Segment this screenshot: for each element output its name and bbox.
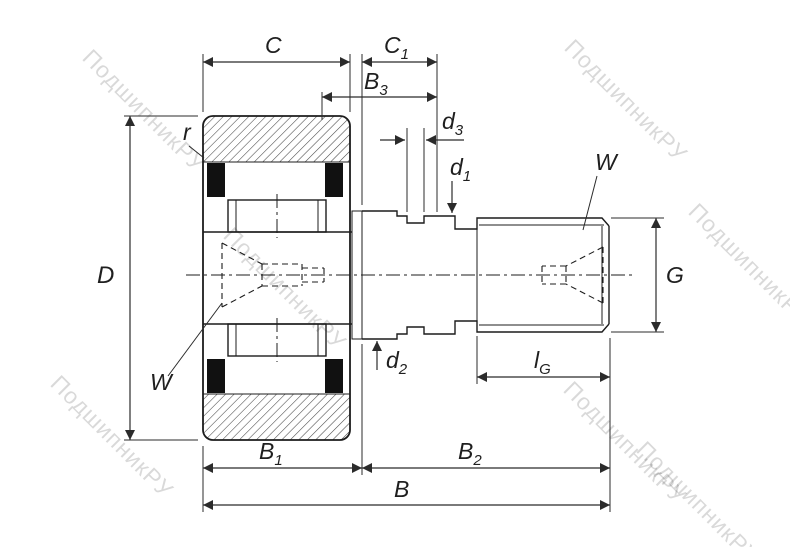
dim-label-W-thread: W	[595, 149, 619, 175]
dim-label-C1: C1	[384, 32, 409, 63]
dimensions: D C C1 B3 d3	[97, 32, 684, 512]
shaft-profile-top	[362, 210, 610, 230]
dim-label-d2: d2	[386, 347, 408, 378]
leader-line-W-raceway	[167, 302, 223, 377]
roller-outer-ring	[202, 115, 351, 441]
dim-label-B: B	[394, 476, 409, 502]
dim-label-C: C	[265, 32, 282, 58]
outer-ring-silhouette	[202, 115, 351, 441]
leader-line-r	[188, 145, 205, 159]
hidden-line	[565, 246, 604, 267]
seal-icon	[207, 359, 225, 393]
stud	[203, 210, 610, 340]
seal-icon	[325, 359, 343, 393]
outer-ring-section-bottom	[203, 394, 350, 440]
shaft-profile-bottom	[362, 320, 610, 340]
seals	[207, 163, 343, 393]
dim-label-B1: B1	[259, 438, 283, 469]
needle-rollers	[227, 194, 327, 362]
leader-line-W-thread	[582, 175, 598, 231]
dim-label-r: r	[183, 119, 192, 145]
seal-icon	[325, 163, 343, 197]
dim-label-D: D	[97, 262, 114, 289]
hidden-line	[221, 242, 263, 265]
thread	[479, 224, 610, 326]
hidden-line	[221, 285, 263, 308]
hidden-center-holes	[221, 242, 604, 308]
hidden-line	[565, 283, 604, 304]
seal-icon	[207, 163, 225, 197]
dim-label-G: G	[666, 262, 684, 288]
outer-ring-section-top	[203, 116, 350, 162]
dim-label-d1: d1	[450, 154, 471, 185]
dim-label-B2: B2	[458, 438, 482, 469]
dim-label-lG: lG	[534, 347, 551, 378]
dim-label-B3: B3	[364, 68, 388, 99]
dim-label-d3: d3	[442, 108, 464, 139]
